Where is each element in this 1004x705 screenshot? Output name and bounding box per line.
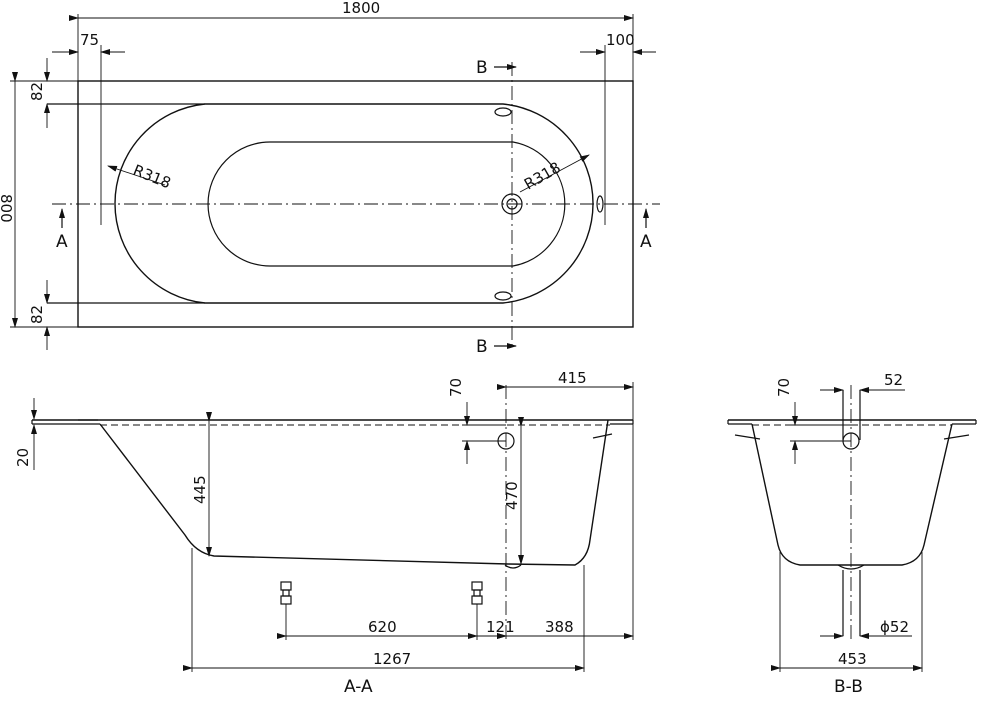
dim-overflow-diameter: 52 bbox=[884, 371, 903, 389]
section-b-top-label: B bbox=[476, 58, 488, 78]
section-b-b-title: B-B bbox=[834, 677, 863, 697]
section-a-left-label: A bbox=[56, 232, 68, 252]
drain-circle bbox=[501, 193, 523, 215]
dim-base-width: 453 bbox=[838, 650, 867, 668]
dim-drain-diameter: ϕ52 bbox=[880, 618, 909, 636]
dim-drain-offset: 121 bbox=[486, 618, 515, 636]
tub-profile-b bbox=[751, 423, 953, 566]
dim-radius-right: R318 bbox=[521, 158, 564, 193]
basin-floor bbox=[207, 141, 566, 267]
section-b-b: 70 52 ϕ52 453 B-B bbox=[727, 371, 977, 697]
dim-overall-width: 800 bbox=[0, 194, 15, 223]
dim-base-length: 1267 bbox=[373, 650, 411, 668]
dim-rim-thickness: 20 bbox=[14, 448, 32, 467]
dim-rim-left: 75 bbox=[80, 31, 99, 49]
dim-depth-right: 470 bbox=[503, 481, 521, 510]
foot-right bbox=[471, 581, 483, 640]
section-a-a: 20 445 70 415 470 620 121 388 1267 A-A bbox=[14, 369, 634, 697]
tub-profile-a bbox=[99, 419, 609, 566]
dim-rim-bottom: 82 bbox=[28, 305, 46, 324]
dim-depth-left: 445 bbox=[191, 475, 209, 504]
dim-overflow-height-b: 70 bbox=[775, 378, 793, 397]
section-b-bottom-label: B bbox=[476, 337, 488, 357]
section-a-a-title: A-A bbox=[344, 677, 373, 697]
section-a-right-label: A bbox=[640, 232, 652, 252]
dim-feet-spacing: 620 bbox=[368, 618, 397, 636]
dim-radius-left: R318 bbox=[131, 161, 174, 192]
plan-view: 1800 75 100 800 82 82 R318 R318 A A bbox=[0, 0, 660, 357]
dim-overflow-offset: 415 bbox=[558, 369, 587, 387]
dim-drain-to-end: 388 bbox=[545, 618, 574, 636]
dim-overflow-height-a: 70 bbox=[447, 378, 465, 397]
dim-overall-length: 1800 bbox=[342, 0, 380, 17]
basin-outline bbox=[114, 103, 594, 304]
foot-left bbox=[280, 581, 292, 640]
dim-rim-top: 82 bbox=[28, 82, 46, 101]
dim-rim-right: 100 bbox=[606, 31, 635, 49]
